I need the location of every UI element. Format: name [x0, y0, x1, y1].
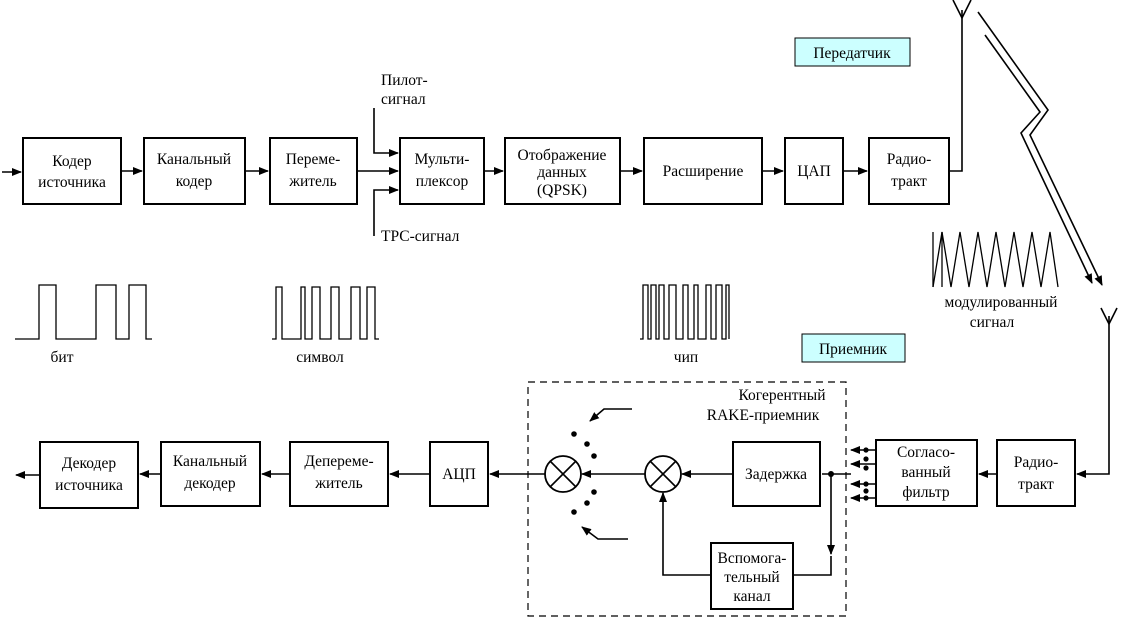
tx-radio-line2: тракт — [891, 173, 927, 190]
source-coder-line2: источника — [38, 174, 106, 191]
channel-decoder-block: Канальный декодер — [160, 441, 261, 507]
rx-antenna-icon — [1076, 307, 1118, 478]
channel-decoder-line1: Канальный — [173, 453, 247, 470]
chip-waveform — [640, 284, 730, 340]
aux-channel-line1: Вспомога- — [718, 550, 787, 567]
transmitter-label: Передатчик — [813, 45, 891, 62]
matched-filter-line3: фильтр — [902, 484, 950, 501]
delay-block: Задержка — [732, 441, 821, 507]
rx-radio-line2: тракт — [1018, 476, 1054, 493]
radio-link-icon — [977, 11, 1103, 286]
combiner-multiplier-icon — [544, 455, 582, 493]
symbol-waveform — [272, 286, 379, 340]
modulated-label-line2: сигнал — [970, 314, 1015, 331]
rake-label-line1: Когерентный — [738, 387, 825, 404]
adc-block: АЦП — [429, 441, 489, 507]
source-decoder-block: Декодер источника — [39, 441, 139, 509]
deinterleaver-line1: Депереме- — [304, 453, 373, 470]
aux-feed-line — [793, 556, 832, 576]
tx-antenna-icon — [949, 0, 972, 172]
matched-filter-block: Согласо- ванный фильтр — [875, 439, 978, 507]
modulated-label-line1: модулированный — [945, 294, 1058, 311]
rx-radio-block: Радио- тракт — [996, 439, 1076, 507]
tpc-label: ТРС-сигнал — [381, 228, 460, 245]
chip-label: чип — [674, 349, 698, 366]
symbol-label: символ — [296, 349, 344, 366]
pilot-label-line2: сигнал — [381, 91, 426, 108]
multiplier-icon — [644, 455, 682, 493]
rx-radio-line1: Радио- — [1014, 454, 1059, 471]
source-decoder-line2: источника — [55, 477, 123, 494]
mapping-line2: данных — [537, 164, 587, 181]
source-coder-line1: Кодер — [52, 153, 92, 170]
mapping-block: Отображение данных (QPSK) — [504, 137, 621, 205]
tpc-arrow — [373, 186, 399, 236]
multiplexer-block: Мульти- плексор — [399, 137, 485, 205]
interleaver-block: Переме- житель — [269, 137, 358, 205]
tx-radio-line1: Радио- — [887, 151, 932, 168]
tx-chain: Кодер источника Канальный кодер Переме- … — [2, 0, 972, 245]
aux-channel-block: Вспомога- тельный канал — [710, 542, 794, 610]
pilot-arrow — [373, 108, 399, 157]
spreading-block: Расширение — [643, 137, 763, 205]
pilot-label-line1: Пилот- — [381, 72, 428, 89]
bit-label: бит — [51, 349, 74, 366]
aux-channel-line3: канал — [733, 588, 770, 605]
channel-coder-block: Канальный кодер — [143, 137, 246, 205]
dac-block: ЦАП — [784, 137, 844, 205]
bit-waveform — [15, 284, 152, 340]
rake-receiver-frame — [527, 381, 847, 617]
transmitter-tag: Передатчик — [794, 37, 911, 67]
receiver-label: Приемник — [819, 341, 888, 358]
multiplexer-line2: плексор — [416, 173, 469, 190]
interleaver-line2: житель — [288, 173, 336, 190]
source-coder-block: Кодер источника — [22, 137, 122, 205]
tx-radio-block: Радио- тракт — [868, 137, 950, 205]
multiplexer-line1: Мульти- — [415, 151, 470, 168]
matched-filter-line2: ванный — [901, 464, 950, 481]
source-decoder-line1: Декодер — [62, 455, 116, 472]
spreading-label: Расширение — [663, 163, 744, 180]
delay-label: Задержка — [745, 466, 807, 483]
channel-coder-line2: кодер — [176, 173, 213, 190]
mapping-line3: (QPSK) — [537, 182, 587, 199]
adc-label: АЦП — [442, 466, 476, 483]
channel-decoder-line2: декодер — [184, 475, 236, 492]
rx-chain: Приемник Радио- тракт Согласо- ванный фи… — [15, 307, 1118, 617]
channel-coder-line1: Канальный — [157, 151, 231, 168]
modulated-signal-waveform — [932, 231, 1059, 288]
dac-label: ЦАП — [797, 163, 831, 180]
mapping-line1: Отображение — [518, 147, 607, 164]
rake-label-line2: RAKE-приемник — [707, 407, 820, 424]
deinterleaver-block: Депереме- житель — [289, 441, 389, 507]
deinterleaver-line2: житель — [314, 475, 362, 492]
aux-to-multiplier-arrow — [659, 492, 711, 576]
aux-channel-line2: тельный — [724, 569, 779, 586]
matched-filter-line1: Согласо- — [897, 444, 955, 461]
receiver-tag: Приемник — [801, 333, 906, 363]
filter-outputs — [850, 446, 876, 502]
other-fingers — [571, 408, 632, 540]
interleaver-line1: Переме- — [286, 151, 341, 168]
